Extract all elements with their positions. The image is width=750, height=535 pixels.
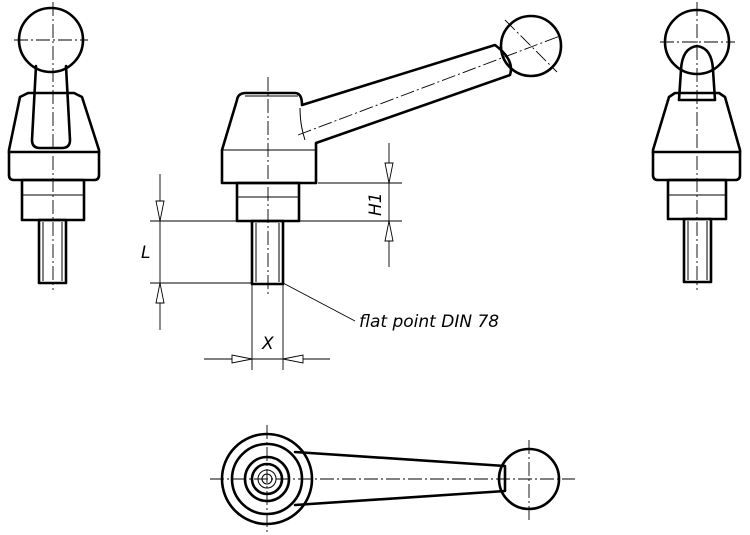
- dimension-H1: [300, 143, 402, 267]
- thread-leader: [282, 282, 356, 322]
- dimension-label-X: X: [261, 334, 274, 354]
- left-side-view: [7, 2, 101, 290]
- dimension-label-L: L: [141, 243, 150, 263]
- right-side-view: [651, 2, 742, 290]
- dimension-X: [204, 284, 330, 370]
- dimension-label-H1: H1: [366, 192, 386, 216]
- top-view: [210, 425, 575, 533]
- dimension-L: [150, 174, 252, 330]
- front-view: [220, 14, 563, 296]
- thread-note: flat point DIN 78: [359, 312, 499, 332]
